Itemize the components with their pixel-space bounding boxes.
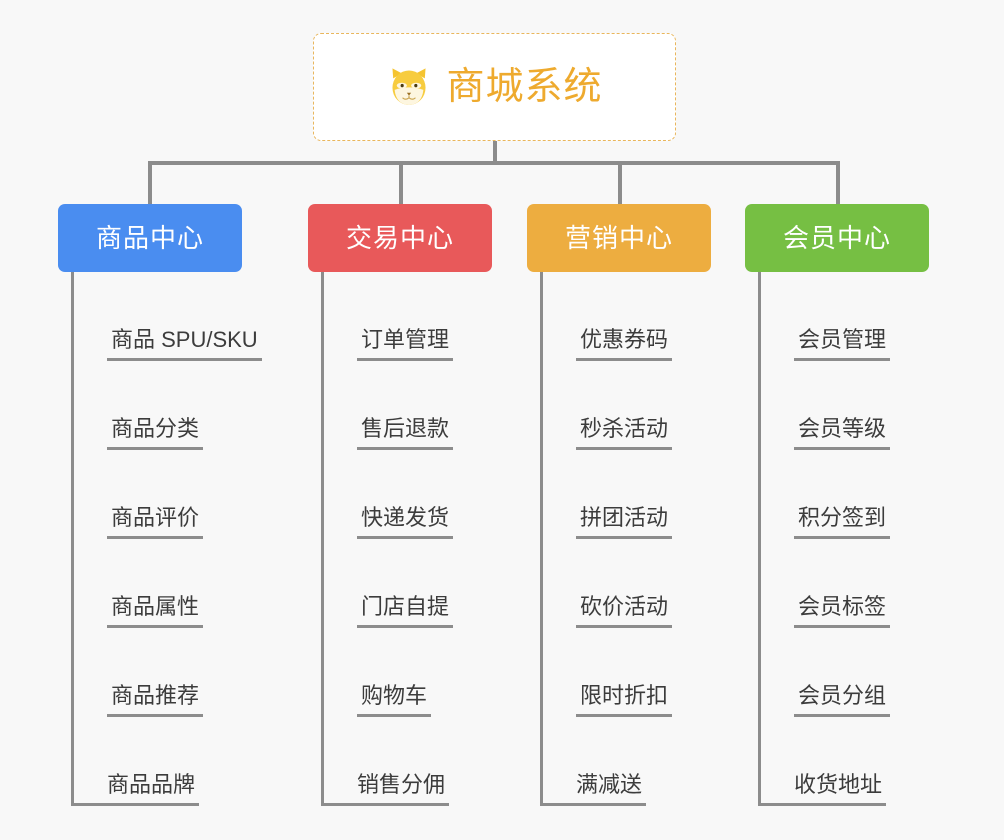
leaf-item[interactable]: 会员等级 [761,361,975,450]
leaf-list-1: 商品 SPU/SKU 商品分类 商品评价 商品属性 商品推荐 商品品牌 [71,272,298,806]
leaf-label: 积分签到 [798,505,887,530]
leaf-label: 优惠券码 [580,327,669,352]
leaf-item[interactable]: 积分签到 [761,450,975,539]
leaf-item[interactable]: 商品品牌 [74,717,298,806]
leaf-label: 会员等级 [798,416,887,441]
leaf-item[interactable]: 会员管理 [761,272,975,361]
leaf-label: 会员分组 [798,683,887,708]
leaf-item[interactable]: 商品评价 [74,450,298,539]
leaf-label: 拼团活动 [580,505,669,530]
category-header-4[interactable]: 会员中心 [745,204,929,272]
connector-root-stem [493,141,497,163]
leaf-item[interactable]: 销售分佣 [324,717,548,806]
leaf-item[interactable]: 会员标签 [761,539,975,628]
leaf-item[interactable]: 砍价活动 [543,539,757,628]
connector-drop-3 [618,161,622,206]
leaf-item[interactable]: 快递发货 [324,450,548,539]
leaf-label: 商品分类 [111,416,200,441]
leaf-label: 销售分佣 [357,772,446,797]
leaf-item[interactable]: 售后退款 [324,361,548,450]
leaf-item[interactable]: 订单管理 [324,272,548,361]
connector-drop-2 [399,161,403,206]
category-column-3: 营销中心 优惠券码 秒杀活动 拼团活动 砍价活动 限时折扣 满减送 [527,204,757,806]
leaf-list-3: 优惠券码 秒杀活动 拼团活动 砍价活动 限时折扣 满减送 [540,272,757,806]
leaf-label: 订单管理 [361,327,450,352]
connector-horizontal-bus [148,161,840,165]
root-node-mall-system[interactable]: 商城系统 [313,33,676,141]
leaf-label: 商品品牌 [107,772,196,797]
shiba-dog-face-icon [392,68,427,105]
leaf-item[interactable]: 拼团活动 [543,450,757,539]
category-column-4: 会员中心 会员管理 会员等级 积分签到 会员标签 会员分组 收货地址 [745,204,975,806]
leaf-item[interactable]: 秒杀活动 [543,361,757,450]
leaf-item[interactable]: 商品推荐 [74,628,298,717]
category-label: 交易中心 [345,223,454,253]
category-header-1[interactable]: 商品中心 [58,204,242,272]
leaf-label: 限时折扣 [580,683,669,708]
leaf-item[interactable]: 商品 SPU/SKU [74,272,298,361]
leaf-item[interactable]: 购物车 [324,628,548,717]
leaf-item[interactable]: 满减送 [543,717,757,806]
category-column-2: 交易中心 订单管理 售后退款 快递发货 门店自提 购物车 销售分佣 [308,204,548,806]
leaf-label: 砍价活动 [580,594,669,619]
leaf-item[interactable]: 门店自提 [324,539,548,628]
leaf-label: 收货地址 [794,772,883,797]
connector-drop-4 [836,161,840,206]
leaf-label: 商品 SPU/SKU [111,327,258,352]
leaf-label: 商品推荐 [111,683,200,708]
leaf-item[interactable]: 限时折扣 [543,628,757,717]
leaf-list-2: 订单管理 售后退款 快递发货 门店自提 购物车 销售分佣 [321,272,548,806]
leaf-label: 满减送 [576,772,643,797]
leaf-item[interactable]: 商品分类 [74,361,298,450]
leaf-label: 会员标签 [798,594,887,619]
category-label: 会员中心 [782,223,891,253]
leaf-label: 门店自提 [361,594,450,619]
category-header-2[interactable]: 交易中心 [308,204,492,272]
leaf-label: 商品评价 [111,505,200,530]
leaf-item[interactable]: 会员分组 [761,628,975,717]
leaf-label: 快递发货 [361,505,450,530]
leaf-label: 秒杀活动 [580,416,669,441]
leaf-label: 商品属性 [111,594,200,619]
leaf-label: 售后退款 [361,416,450,441]
category-column-1: 商品中心 商品 SPU/SKU 商品分类 商品评价 商品属性 商品推荐 商品品牌 [58,204,298,806]
category-label: 商品中心 [95,223,204,253]
category-label: 营销中心 [564,223,673,253]
leaf-list-4: 会员管理 会员等级 积分签到 会员标签 会员分组 收货地址 [758,272,975,806]
leaf-item[interactable]: 优惠券码 [543,272,757,361]
category-header-3[interactable]: 营销中心 [527,204,711,272]
leaf-item[interactable]: 商品属性 [74,539,298,628]
leaf-label: 购物车 [361,683,428,708]
leaf-label: 会员管理 [798,327,887,352]
leaf-item[interactable]: 收货地址 [761,717,975,806]
connector-drop-1 [148,161,152,206]
root-title: 商城系统 [446,66,603,108]
